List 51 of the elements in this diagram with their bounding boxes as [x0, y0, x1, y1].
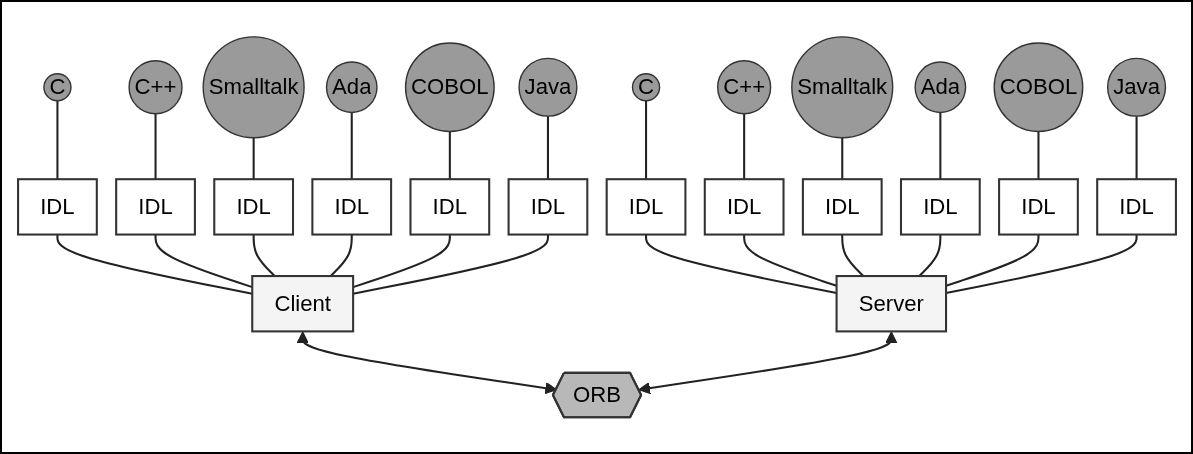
connector [252, 137, 255, 180]
connector [938, 112, 941, 180]
connector [154, 113, 157, 180]
connector [55, 234, 252, 295]
node-circle: C++ [127, 60, 183, 115]
connector [840, 137, 843, 180]
connector [644, 100, 647, 180]
node-circle: Java [1106, 57, 1166, 117]
node-box: IDL [605, 178, 686, 236]
arrow [296, 331, 557, 395]
node-circle: COBOL [404, 42, 495, 133]
connector [352, 234, 549, 295]
connector [742, 234, 837, 287]
connector [546, 116, 549, 180]
connector [840, 234, 864, 277]
connector [352, 234, 451, 289]
node-box: IDL [703, 178, 785, 236]
connector [1036, 131, 1039, 180]
connector [1135, 116, 1138, 180]
connector [252, 234, 275, 277]
node-box: IDL [997, 178, 1079, 236]
node-box: IDL [899, 178, 981, 236]
node-circle: Smalltalk [790, 36, 893, 139]
node-box: IDL [507, 178, 588, 236]
node-circle: Java [517, 57, 578, 117]
node-circle: Ada [325, 61, 378, 114]
node-box: IDL [114, 178, 196, 236]
node-box: Server [835, 275, 947, 333]
node-circle: Smalltalk [202, 36, 305, 139]
connector [55, 100, 58, 180]
connector [945, 234, 1138, 294]
node-circle: Ada [913, 61, 966, 114]
node-box: IDL [16, 178, 98, 236]
connector [918, 234, 941, 277]
connector [742, 113, 745, 180]
node-circle: C++ [716, 60, 771, 115]
connector [350, 112, 353, 180]
node-circle: C [631, 73, 660, 102]
node-box: Client [250, 275, 354, 333]
node-circle: C [42, 73, 72, 102]
node-box: IDL [310, 178, 392, 236]
connector [448, 131, 451, 180]
node-box: IDL [1095, 178, 1177, 236]
connector [329, 234, 353, 277]
connector [644, 234, 837, 294]
node-box: IDL [801, 178, 883, 236]
node-box: IDL [212, 178, 294, 236]
node-box: IDL [408, 178, 490, 236]
node-circle: COBOL [993, 42, 1083, 133]
connector [945, 234, 1039, 287]
arrow [637, 331, 897, 395]
